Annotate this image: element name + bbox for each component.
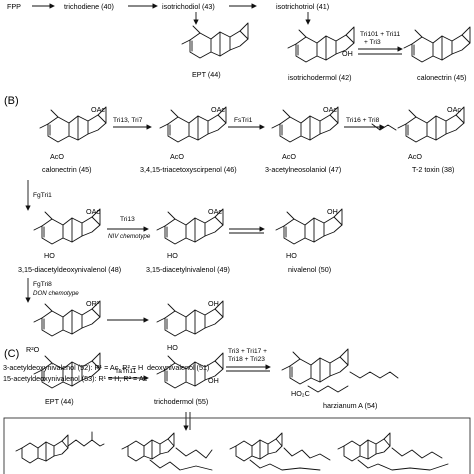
enzyme-tri3-tri17: Tri3 + Tri17 + (228, 348, 267, 355)
label-isotrichodiol: isotrichodiol (43) (162, 2, 215, 11)
label-ho-51: HO (167, 343, 178, 352)
trichothecene-box (3, 417, 471, 474)
niv-chemotype: NIV chemotype (108, 233, 151, 240)
label-oh-50: OH (327, 207, 338, 216)
enzyme-fgtri8: FgTri8 (33, 281, 52, 288)
label-oac-46: OAc (211, 105, 225, 114)
label-ho2c: HO₂C (291, 389, 310, 398)
label-t2: T-2 toxin (38) (412, 165, 454, 174)
label-oac-48: OAc (86, 207, 100, 216)
label-oh-55: OH (208, 376, 219, 385)
label-ho-49: HO (167, 251, 178, 260)
label-aco-46: AcO (170, 152, 184, 161)
label-dianiv: 3,15-diacetylnivalenol (49) (146, 265, 230, 274)
label-don: deoxynivalenol (51) (147, 363, 209, 372)
box-structure-3 (229, 432, 331, 471)
label-trichodiene: trichodiene (40) (64, 2, 114, 11)
label-ept: EPT (44) (192, 70, 221, 79)
label-oac-38: OAc (447, 105, 461, 114)
section-label-b: (B) (4, 95, 19, 107)
enzyme-fstri1: FsTri1 (234, 117, 253, 124)
enzyme-tri13-tri7: Tri13, Tri7 (113, 117, 143, 124)
harzianum-chain (349, 371, 399, 379)
box-structure-2 (121, 432, 213, 471)
label-aneo: 3-acetylneosolaniol (47) (265, 165, 341, 174)
label-fpp: FPP (7, 2, 21, 11)
label-tas: 3,4,15-triacetoxyscirpenol (46) (140, 165, 237, 174)
label-calonectrin-a: calonectrin (45) (417, 73, 467, 82)
label-aco-45: AcO (50, 152, 64, 161)
label-oac-47: OAc (323, 105, 337, 114)
label-adon15: 15-acetyldeoxynivalenol (53): R¹ = H, R²… (3, 374, 148, 383)
enzyme-tri18-tri23: Tri18 + Tri23 (228, 356, 265, 363)
box-structure-4 (337, 432, 449, 471)
structure-calonectrin-a (403, 26, 471, 63)
label-aco-47: AcO (282, 152, 296, 161)
enzyme-tri13: Tri13 (120, 216, 135, 223)
t2-isovaleryl-chain (371, 123, 397, 131)
label-oh-51: OH (208, 299, 219, 308)
label-trichodermol: trichodermol (55) (154, 397, 208, 406)
label-oac-45: OAc (91, 105, 105, 114)
section-label-c: (C) (4, 348, 19, 360)
label-ept-c: EPT (44) (45, 397, 74, 406)
label-diadon: 3,15-diacetyldeoxynivalenol (48) (18, 265, 121, 274)
label-oac-49: OAc (208, 207, 222, 216)
label-adon3: 3-acetyldeoxynivalenol (52): R¹ = Ac, R²… (3, 363, 143, 372)
enzyme-tri3: + Tri3 (364, 39, 381, 46)
label-niv: nivalenol (50) (288, 265, 331, 274)
label-ho-48: HO (44, 251, 55, 260)
label-r2o: R²O (26, 345, 40, 354)
enzyme-tri101-tri11: Tri101 + Tri11 (360, 31, 400, 38)
label-isotrichodermol: isotrichodermol (42) (288, 73, 352, 82)
box-structure-1 (15, 431, 105, 464)
label-calonectrin: calonectrin (45) (42, 165, 92, 174)
label-aco-38: AcO (408, 152, 422, 161)
label-oh-a: OH (342, 49, 353, 58)
label-ho-50: HO (286, 251, 297, 260)
don-chemotype: DON chemotype (33, 290, 79, 297)
structure-ept (181, 22, 249, 59)
enzyme-fgtri1: FgTri1 (33, 192, 52, 199)
label-or1: OR¹ (86, 299, 100, 308)
structure-harzianum (281, 348, 349, 385)
harzianum-acid-chain (307, 385, 349, 393)
enzyme-tatri11: TaTri11 (115, 368, 137, 375)
label-isotrichotriol: isotrichotriol (41) (276, 2, 329, 11)
enzyme-tri16-tri8: Tri16 + Tri8 (346, 117, 380, 124)
label-harzianum: harzianum A (54) (323, 401, 377, 410)
